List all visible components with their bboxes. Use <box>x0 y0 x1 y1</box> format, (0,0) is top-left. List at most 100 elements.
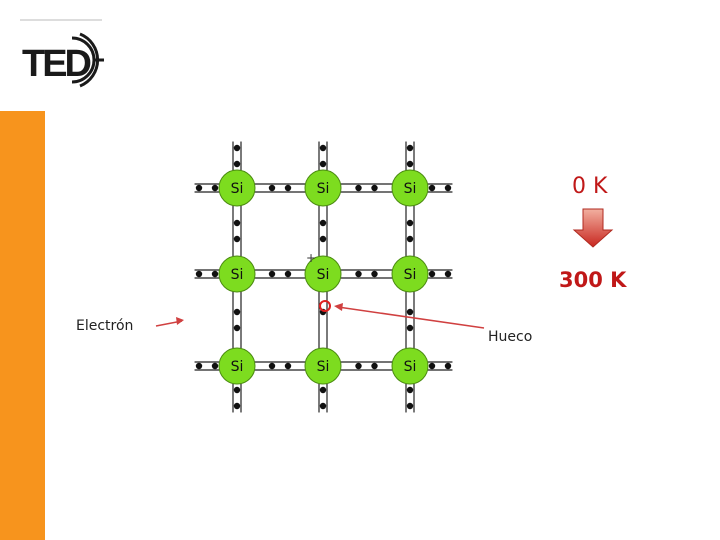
valence-electron <box>211 270 219 278</box>
valence-electron <box>284 362 292 370</box>
electron-pointer-arrowhead-icon <box>176 317 184 325</box>
hole-pointer-arrowhead-icon <box>334 303 343 311</box>
bond-left-edge <box>194 361 220 371</box>
bond-top-edge <box>405 141 415 171</box>
valence-electron <box>428 270 436 278</box>
valence-electron <box>406 308 414 316</box>
valence-electron <box>211 184 219 192</box>
plus-sign: + <box>306 251 316 265</box>
valence-electron <box>233 144 241 152</box>
atom-symbol: Si <box>231 359 244 375</box>
temp-low-label: 0 K <box>572 174 608 199</box>
atom-symbol: Si <box>404 181 417 197</box>
bond-left-edge <box>194 269 220 279</box>
bond-right-edge <box>427 269 453 279</box>
bond-vertical <box>232 205 242 257</box>
atom-symbol: Si <box>404 267 417 283</box>
orange-side-bar <box>0 111 45 540</box>
valence-electron <box>211 362 219 370</box>
valence-electron <box>195 362 203 370</box>
ted-logo: TED <box>20 19 104 88</box>
valence-electron <box>406 219 414 227</box>
atom-symbol: Si <box>317 181 330 197</box>
silicon-atom: Si <box>218 255 256 293</box>
valence-electron <box>406 144 414 152</box>
valence-electron <box>406 235 414 243</box>
valence-electron <box>371 362 378 370</box>
valence-electron <box>444 270 452 278</box>
valence-electron <box>371 184 378 192</box>
bond-horizontal <box>254 269 306 279</box>
valence-electron <box>428 362 436 370</box>
bond-top-edge <box>318 141 328 171</box>
valence-electron <box>319 386 327 394</box>
bond-top-edge <box>232 141 242 171</box>
valence-electron <box>444 184 452 192</box>
silicon-atom: Si <box>304 347 342 385</box>
bond-horizontal <box>340 269 393 279</box>
bond-left-edge <box>194 183 220 193</box>
valence-electron <box>355 184 362 192</box>
silicon-atom: Si <box>391 347 429 385</box>
valence-electron <box>284 270 292 278</box>
atom-symbol: Si <box>404 359 417 375</box>
valence-electron <box>233 402 241 410</box>
bond-horizontal <box>254 183 306 193</box>
valence-electron <box>195 184 203 192</box>
valence-electron <box>233 219 241 227</box>
valence-electron <box>233 386 241 394</box>
valence-electron <box>319 402 327 410</box>
covalent-bonds <box>194 141 453 413</box>
bond-bottom-edge <box>232 383 242 413</box>
hole-label: Hueco <box>488 329 532 345</box>
bond-right-edge <box>427 361 453 371</box>
atom-symbol: Si <box>231 181 244 197</box>
valence-electron <box>355 270 362 278</box>
valence-electron <box>428 184 436 192</box>
bond-horizontal <box>340 361 393 371</box>
atom-symbol: Si <box>317 267 330 283</box>
valence-electron <box>233 308 241 316</box>
silicon-atom: Si <box>391 169 429 207</box>
electron-label: Electrón <box>76 318 133 334</box>
bond-vertical <box>405 205 415 257</box>
silicon-atom: Si <box>304 255 342 293</box>
valence-electron <box>444 362 452 370</box>
valence-electron <box>233 235 241 243</box>
silicon-atom: Si <box>218 347 256 385</box>
silicon-atom: Si <box>391 255 429 293</box>
valence-electron <box>406 324 414 332</box>
atom-symbol: Si <box>317 359 330 375</box>
valence-electron <box>319 219 327 227</box>
hole-circle <box>319 300 331 312</box>
bond-vertical <box>405 291 415 349</box>
valence-electron <box>268 362 276 370</box>
bond-bottom-edge <box>318 383 328 413</box>
valence-electron <box>355 362 362 370</box>
valence-electron <box>371 270 378 278</box>
bond-vertical <box>318 205 328 257</box>
bond-horizontal <box>340 183 393 193</box>
hole-pointer-line <box>337 306 485 329</box>
logo-text: TED <box>22 43 91 85</box>
valence-electron <box>319 160 327 168</box>
valence-electron <box>406 402 414 410</box>
bond-vertical <box>232 291 242 349</box>
bond-right-edge <box>427 183 453 193</box>
valence-electron <box>319 235 327 243</box>
valence-electron <box>319 144 327 152</box>
silicon-atom: Si <box>218 169 256 207</box>
valence-electron <box>233 160 241 168</box>
bond-horizontal <box>254 361 306 371</box>
silicon-atom: Si <box>304 169 342 207</box>
temp-high-label: 300 K <box>559 268 627 292</box>
atom-symbol: Si <box>231 267 244 283</box>
bond-bottom-edge <box>405 383 415 413</box>
valence-electron <box>406 386 414 394</box>
valence-electron <box>268 270 276 278</box>
valence-electron <box>195 270 203 278</box>
valence-electron <box>233 324 241 332</box>
down-arrow-icon <box>572 208 614 248</box>
